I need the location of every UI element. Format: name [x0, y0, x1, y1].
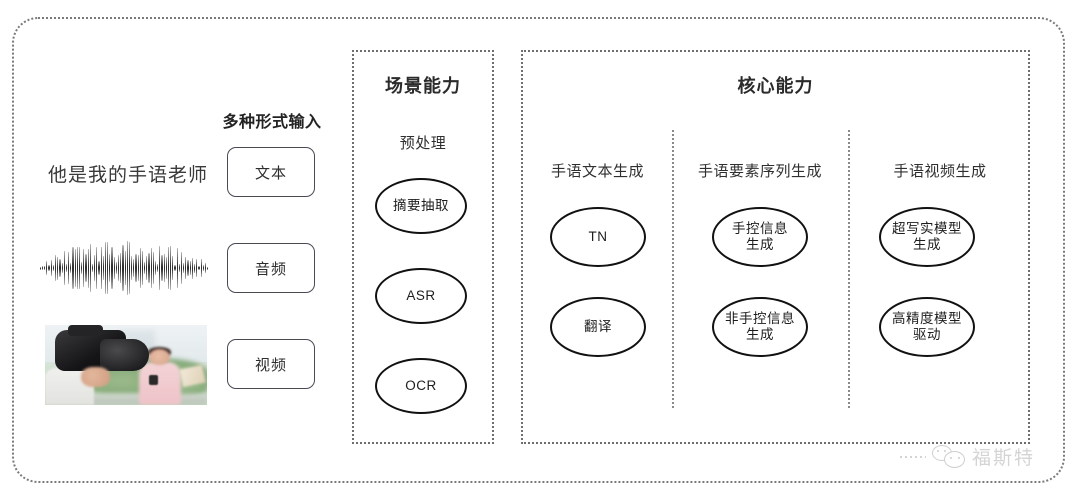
- core-node-nonmanual-info[interactable]: 非手控信息 生成: [712, 297, 808, 357]
- sample-input-text: 他是我的手语老师: [47, 165, 208, 186]
- outer-frame: [12, 17, 1065, 483]
- core-node-translate-label: 翻译: [584, 318, 612, 334]
- input-section-heading: 多种形式输入: [222, 114, 322, 131]
- scene-node-asr[interactable]: ASR: [375, 268, 467, 324]
- watermark-dots: [900, 455, 926, 458]
- core-node-manual-info[interactable]: 手控信息 生成: [712, 207, 808, 267]
- wechat-logo-icon: [932, 444, 966, 469]
- core-capability-panel: 核心能力 手语文本生成 TN 翻译 手语要素序列生成 手控信息 生成 非手控信息…: [521, 50, 1030, 444]
- audio-waveform: [39, 238, 209, 298]
- core-column-divider-1: [672, 130, 674, 408]
- core-node-photoreal-model-line2: 生成: [913, 237, 941, 252]
- core-node-highprecision-model-line1: 高精度模型: [892, 310, 962, 326]
- core-node-translate[interactable]: 翻译: [550, 297, 646, 357]
- core-node-photoreal-model[interactable]: 超写实模型 生成: [879, 207, 975, 267]
- scene-node-summary[interactable]: 摘要抽取: [375, 178, 467, 234]
- core-column-divider-2: [848, 130, 850, 408]
- core-panel-title: 核心能力: [737, 76, 814, 96]
- scene-capability-panel: 场景能力 预处理 摘要抽取 ASR OCR: [352, 50, 494, 444]
- core-node-manual-info-line2: 生成: [746, 237, 774, 252]
- core-node-manual-info-line1: 手控信息: [732, 220, 788, 236]
- input-chip-video[interactable]: 视频: [227, 339, 315, 389]
- scene-panel-title: 场景能力: [385, 76, 461, 96]
- video-thumbnail: [45, 325, 207, 405]
- core-column-header-2: 手语要素序列生成: [697, 163, 822, 180]
- watermark-text: 福斯特: [972, 448, 1036, 469]
- core-node-nonmanual-info-line1: 非手控信息: [725, 310, 795, 326]
- core-node-photoreal-model-line1: 超写实模型: [892, 220, 962, 236]
- core-node-highprecision-model-line2: 驱动: [913, 327, 941, 342]
- core-node-nonmanual-info-line2: 生成: [746, 327, 774, 342]
- watermark: 福斯特: [900, 443, 1035, 470]
- input-chip-text[interactable]: 文本: [227, 147, 315, 197]
- scene-node-ocr[interactable]: OCR: [375, 358, 467, 414]
- core-node-highprecision-model[interactable]: 高精度模型 驱动: [879, 297, 975, 357]
- scene-group-label: 预处理: [399, 135, 447, 152]
- core-node-tn[interactable]: TN: [550, 207, 646, 267]
- core-column-header-3: 手语视频生成: [893, 163, 987, 180]
- input-chip-audio[interactable]: 音频: [227, 243, 315, 293]
- core-column-header-1: 手语文本生成: [550, 163, 644, 180]
- core-node-tn-label: TN: [588, 228, 608, 244]
